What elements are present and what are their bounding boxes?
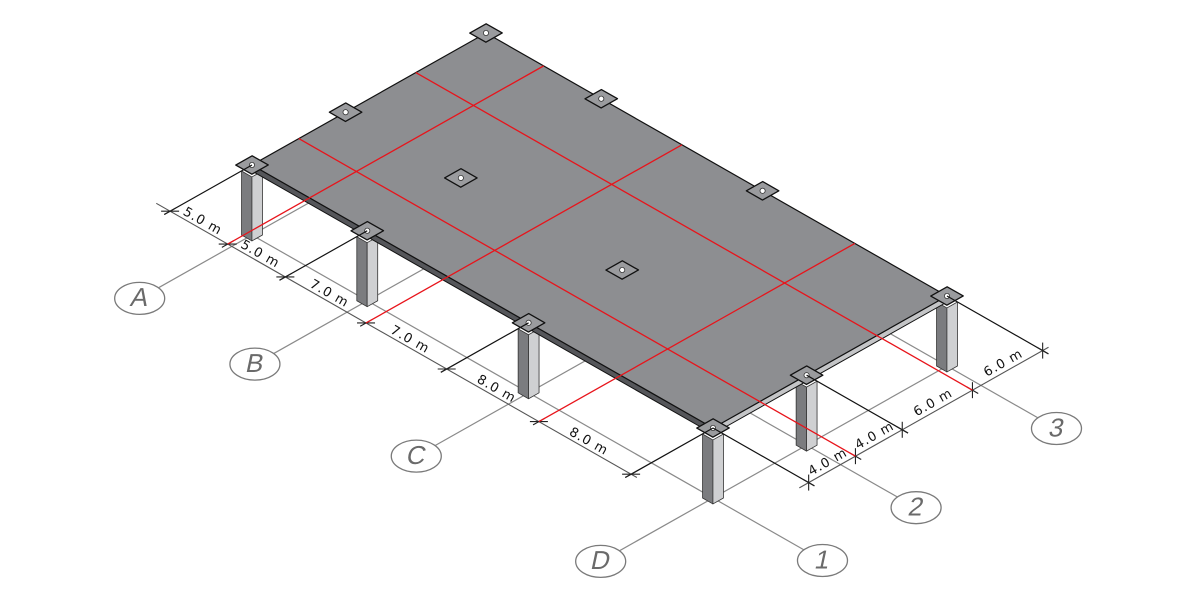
column-marker-dot — [482, 29, 489, 36]
dimension-label: 5.0 m — [238, 237, 282, 271]
grid-line-1 — [251, 234, 821, 560]
strip-lines — [227, 65, 973, 457]
column-face-light — [946, 301, 958, 373]
column-face-dark — [795, 380, 807, 452]
dimension-label: 7.0 m — [307, 277, 351, 311]
column-face-dark — [241, 170, 253, 242]
column-face-dark — [936, 301, 948, 373]
grid-B-bubble — [229, 347, 281, 381]
column-face-dark — [517, 328, 529, 400]
grid-D-bubble — [575, 544, 627, 579]
dimension-lines — [155, 164, 1049, 491]
extension-line — [624, 427, 714, 479]
column-face-light — [251, 170, 263, 242]
column-marker-dot — [342, 109, 349, 116]
extension-line — [163, 164, 253, 216]
dimension-label: 5.0 m — [180, 205, 224, 239]
dimension-label: 7.0 m — [388, 323, 432, 357]
extension-line — [440, 322, 529, 373]
dimension-tick — [279, 273, 292, 281]
extension-line — [279, 230, 368, 281]
extension-line — [946, 295, 1049, 355]
grid-B-label: B — [243, 348, 267, 378]
grid-2-label: 2 — [906, 492, 927, 522]
dimension-tick — [896, 426, 909, 434]
columns — [241, 170, 958, 505]
grid-1-bubble — [796, 543, 849, 578]
strip-line — [538, 242, 856, 423]
column-face-light — [806, 380, 818, 452]
extension-line — [806, 374, 909, 434]
column-marker-dot — [619, 266, 626, 273]
dimension-label: 8.0 m — [566, 425, 610, 459]
grid-C-bubble — [390, 439, 442, 473]
dimension-line-letter-axis — [155, 202, 638, 478]
column-marker-dot — [457, 174, 464, 181]
dimension-tick — [802, 478, 815, 487]
column-face-light — [366, 236, 379, 308]
grid-A-bubble — [114, 281, 166, 316]
grid-3-bubble — [1030, 411, 1083, 446]
dimension-tick — [1036, 346, 1049, 355]
column-face-light — [712, 433, 724, 505]
dimension-line-number-axis — [799, 346, 1049, 489]
dimension-label: 8.0 m — [474, 372, 518, 406]
strip-line — [415, 72, 973, 391]
dimension-tick — [440, 365, 453, 373]
strip-line — [365, 144, 683, 324]
strip-line — [227, 65, 544, 245]
strip-line — [298, 138, 856, 457]
extension-line — [712, 427, 815, 487]
dimension-tick — [163, 207, 177, 215]
grid-2-bubble — [890, 491, 942, 525]
grid-1-label: 1 — [812, 545, 833, 575]
column-face-light — [528, 328, 540, 400]
column-marker-dot — [759, 187, 766, 194]
column-face-dark — [356, 236, 368, 308]
dimension-tick — [624, 470, 638, 478]
column-marker-dot — [598, 95, 605, 102]
grid-3-label: 3 — [1046, 413, 1067, 443]
column-face-dark — [702, 433, 714, 505]
